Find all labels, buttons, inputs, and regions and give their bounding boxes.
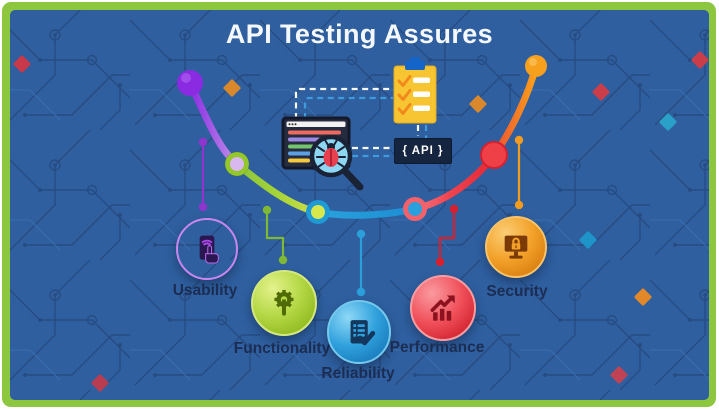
functionality-circle bbox=[251, 270, 317, 336]
arc-end-node bbox=[525, 55, 547, 77]
connector-performance bbox=[435, 204, 459, 267]
reliability-label: Reliability bbox=[321, 365, 395, 382]
gear-wrench-icon bbox=[274, 289, 294, 316]
connector-reliability bbox=[356, 229, 366, 297]
arc-node-green bbox=[225, 152, 249, 176]
connector-functionality bbox=[262, 205, 288, 265]
blue-board bbox=[10, 10, 709, 400]
monitor-lock-icon bbox=[504, 235, 528, 259]
performance-label: Performance bbox=[389, 339, 485, 356]
bug-magnifier-icon bbox=[309, 134, 364, 191]
diamond-decorations bbox=[13, 51, 709, 392]
security-circle bbox=[485, 216, 547, 278]
arc-node-red bbox=[403, 197, 427, 221]
page-title: API Testing Assures bbox=[225, 19, 494, 49]
connector-usability bbox=[198, 137, 208, 212]
usability-label: Usability bbox=[172, 282, 238, 299]
performance-circle bbox=[410, 275, 476, 341]
functionality-label: Functionality bbox=[233, 340, 331, 357]
checklist-clipboard-icon bbox=[393, 57, 437, 124]
document-check-icon bbox=[350, 319, 375, 345]
growth-chart-icon bbox=[430, 295, 455, 321]
arc-node-blue bbox=[306, 200, 330, 224]
touch-phone-icon bbox=[199, 235, 219, 264]
security-label: Security bbox=[486, 283, 548, 300]
reliability-circle bbox=[327, 300, 391, 364]
usability-circle bbox=[176, 218, 238, 280]
arc-start-node bbox=[177, 70, 203, 96]
api-label-text: { API } bbox=[402, 145, 444, 157]
connector-security bbox=[514, 135, 524, 210]
api-label-box: { API } bbox=[394, 138, 452, 164]
dashed-flow-lines bbox=[294, 87, 428, 158]
arc-node-crimson bbox=[480, 141, 508, 169]
